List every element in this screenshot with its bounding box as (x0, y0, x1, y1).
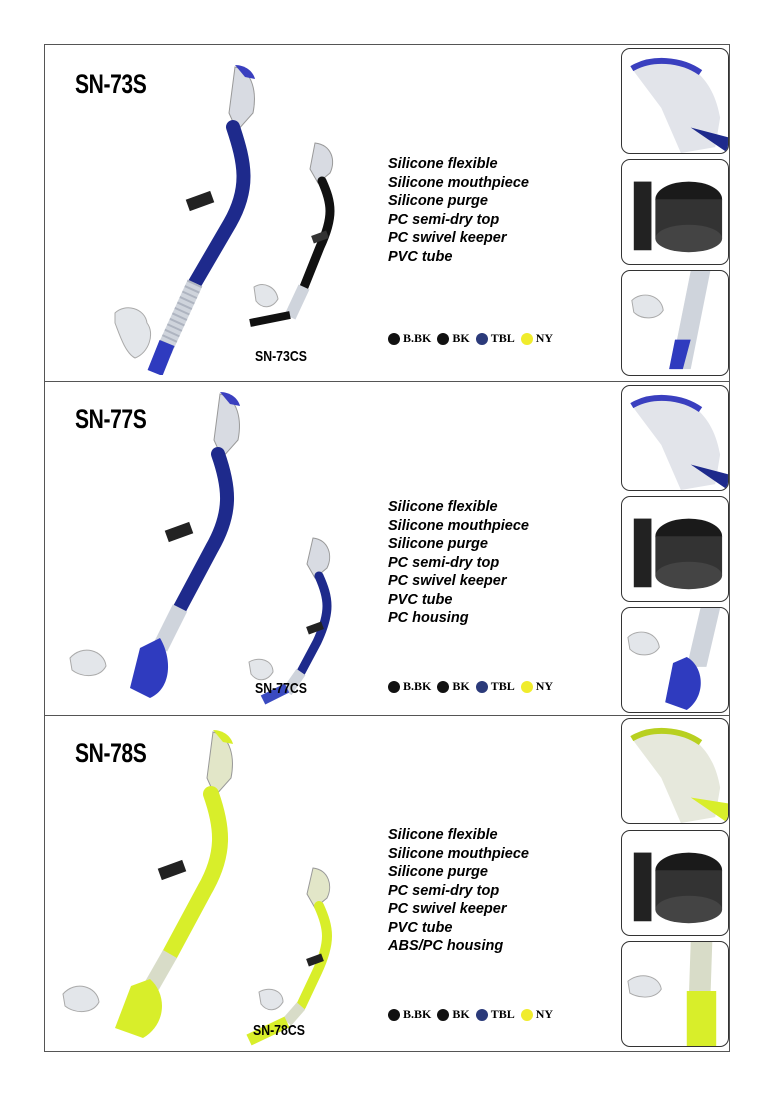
product-section-sn73: SN-73S SN-73CS Silicone flexible Silicon… (45, 45, 729, 381)
snorkel-image-small (248, 537, 332, 705)
feature-item: Silicone mouthpiece (388, 174, 529, 191)
submodel-label: SN-78CS (253, 1022, 305, 1039)
feature-item: Silicone flexible (388, 156, 498, 172)
feature-item: PC semi-dry top (388, 882, 500, 899)
blue-dot-icon (475, 332, 488, 345)
feature-item: Silicone purge (388, 193, 488, 209)
feature-item: PC semi-dry top (388, 554, 500, 571)
feature-item: ABS/PC housing (388, 938, 504, 954)
model-title: SN-77S (75, 404, 147, 434)
snorkel-image-large (114, 65, 255, 375)
feature-item: Silicone purge (388, 864, 488, 880)
feature-item: PC housing (388, 610, 469, 626)
feature-item: PVC tube (388, 591, 453, 608)
color-option-tbl: TBL (475, 1007, 515, 1022)
thumb-mouthpiece (621, 270, 729, 376)
thumb-swivel-keeper (621, 830, 729, 936)
blue-dot-icon (475, 680, 488, 693)
color-option-bbk: B.BK (388, 679, 431, 694)
feature-item: PC swivel keeper (388, 573, 507, 589)
feature-item: PVC tube (388, 248, 453, 265)
feature-item: Silicone flexible (388, 499, 498, 515)
snorkel-image-small (249, 142, 335, 327)
feature-item: PC swivel keeper (388, 901, 507, 917)
feature-item: PVC tube (388, 919, 453, 936)
section-divider (45, 381, 729, 382)
color-option-tbl: TBL (475, 331, 515, 346)
color-option-ny: NY (520, 331, 553, 346)
color-option-ny: NY (520, 1007, 553, 1022)
black-dot-icon (388, 1008, 400, 1021)
black-dot-icon (388, 332, 400, 345)
thumb-semi-dry-top (621, 48, 729, 154)
blue-dot-icon (475, 1008, 488, 1021)
model-title: SN-73S (75, 69, 147, 99)
feature-list: Silicone flexible Silicone mouthpiece Si… (388, 498, 529, 628)
product-section-sn78: SN-78S SN-78CS Silicone flexible Silicon… (45, 716, 729, 1052)
thumb-housing (621, 941, 729, 1047)
thumb-housing (621, 607, 729, 713)
feature-item: Silicone flexible (388, 827, 498, 843)
snorkel-image-large (62, 730, 233, 1038)
model-title: SN-78S (75, 738, 147, 768)
color-option-bbk: B.BK (388, 331, 431, 346)
thumb-semi-dry-top (621, 718, 729, 824)
color-option-ny: NY (520, 679, 553, 694)
color-options: B.BK BK TBL NY (388, 331, 553, 346)
black-dot-icon (437, 680, 450, 693)
submodel-label: SN-73CS (255, 348, 307, 365)
yellow-dot-icon (520, 1008, 533, 1021)
color-option-bbk: B.BK (388, 1007, 431, 1022)
snorkel-image-large (69, 392, 240, 698)
section-divider (45, 715, 729, 716)
color-options: B.BK BK TBL NY (388, 1007, 553, 1022)
feature-item: PC semi-dry top (388, 211, 500, 228)
color-option-tbl: TBL (475, 679, 515, 694)
submodel-label: SN-77CS (255, 680, 307, 697)
color-option-bk: BK (437, 1007, 470, 1022)
thumb-swivel-keeper (621, 159, 729, 265)
color-option-bk: BK (437, 679, 470, 694)
feature-list: Silicone flexible Silicone mouthpiece Si… (388, 155, 529, 266)
yellow-dot-icon (520, 332, 533, 345)
feature-item: PC swivel keeper (388, 230, 507, 246)
feature-item: Silicone purge (388, 536, 488, 552)
snorkel-image-small (246, 867, 332, 1046)
thumb-swivel-keeper (621, 496, 729, 602)
product-section-sn77: SN-77S SN-77CS Silicone flexible Silicon… (45, 382, 729, 715)
black-dot-icon (388, 680, 400, 693)
feature-item: Silicone mouthpiece (388, 517, 529, 534)
black-dot-icon (437, 1008, 450, 1021)
color-option-bk: BK (437, 331, 470, 346)
feature-item: Silicone mouthpiece (388, 845, 529, 862)
black-dot-icon (437, 332, 450, 345)
color-options: B.BK BK TBL NY (388, 679, 553, 694)
yellow-dot-icon (520, 680, 533, 693)
thumb-semi-dry-top (621, 385, 729, 491)
catalog-frame: SN-73S SN-73CS Silicone flexible Silicon… (44, 44, 730, 1052)
feature-list: Silicone flexible Silicone mouthpiece Si… (388, 826, 529, 956)
